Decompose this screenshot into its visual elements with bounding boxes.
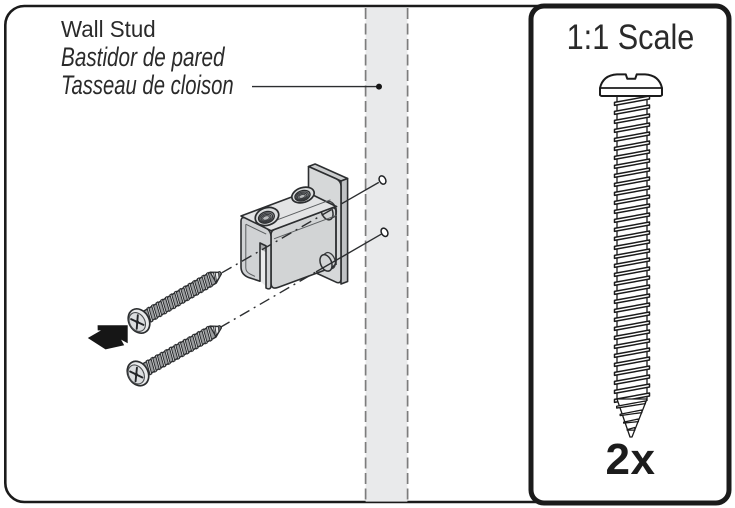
wall-pilot-hole-upper <box>378 175 387 185</box>
flange-right-face <box>340 177 349 285</box>
scale-screw-illustration <box>599 73 663 438</box>
projection-line-upper-dashdot <box>221 199 348 274</box>
wall-bracket-illustration <box>240 163 349 290</box>
wall-stud-band <box>364 7 409 502</box>
wall-stud-label-fr: Tasseau de cloison <box>61 70 234 101</box>
insertion-arrow-icon <box>87 325 128 350</box>
scale-panel-title: 1:1 Scale <box>566 18 695 57</box>
wall-stud-leader <box>252 83 382 90</box>
mounting-screw-lower <box>126 324 222 387</box>
wall-stud-label-es: Bastidor de pared <box>61 42 225 73</box>
projection-line-lower-dashdot <box>219 271 317 329</box>
projection-line-upper-solid <box>347 181 380 201</box>
wall-stud-label-en: Wall Stud <box>61 16 156 43</box>
scale-panel-quantity: 2x <box>605 434 656 484</box>
projection-line-lower-solid <box>315 233 382 273</box>
screw-projection-lines <box>219 175 389 329</box>
chamfer-lines <box>245 199 338 277</box>
wall-stud-label: Wall Stud Bastidor de pared Tasseau de c… <box>61 15 291 99</box>
threaded-hole-back <box>290 186 316 204</box>
wall-stud-fill <box>365 7 408 502</box>
wall-pilot-hole-lower <box>380 227 389 238</box>
leader-dot <box>376 83 382 90</box>
scale-panel <box>528 3 732 506</box>
mounting-screw-upper <box>127 270 223 334</box>
threaded-hole-front <box>254 206 280 227</box>
screw-hole-lower <box>319 251 337 272</box>
